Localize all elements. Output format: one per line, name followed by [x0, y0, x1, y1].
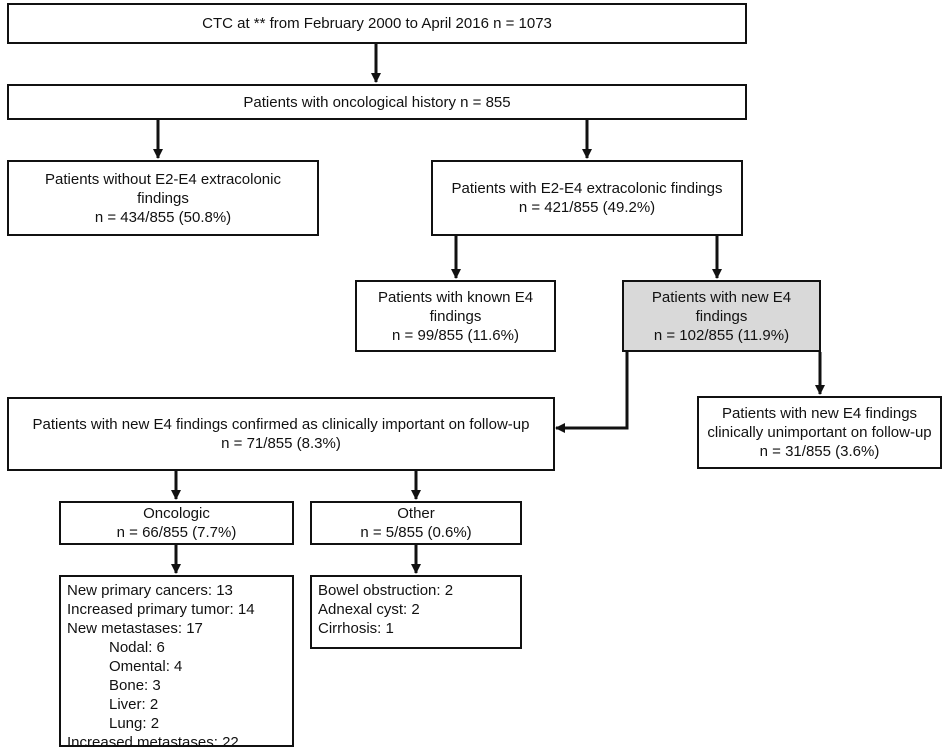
arrow-new-to-confirmed [555, 352, 629, 433]
node-other-line2: n = 5/855 (0.6%) [360, 524, 472, 541]
node-unimportant-line3: n = 31/855 (3.6%) [759, 443, 880, 460]
list-item: New metastases: 17 [67, 620, 203, 637]
node-confirmed-important: Patients with new E4 findings confirmed … [7, 397, 555, 471]
list-subitem: Liver: 2 [109, 696, 159, 713]
node-without-findings-line3: n = 434/855 (50.8%) [94, 208, 232, 226]
node-without-findings-line2: findings [137, 189, 189, 207]
list-item: Increased primary tumor: 14 [67, 601, 255, 618]
node-new-e4-line3: n = 102/855 (11.9%) [653, 326, 790, 344]
node-oncologic-line2: n = 66/855 (7.7%) [116, 524, 237, 541]
node-with-findings-line2: n = 421/855 (49.2%) [518, 199, 656, 216]
node-oncological-history-text: Patients with oncological history n = 85… [243, 93, 511, 111]
node-new-e4: Patients with new E4 findings n = 102/85… [622, 280, 821, 352]
node-confirmed-line1: Patients with new E4 findings confirmed … [32, 416, 530, 433]
node-oncological-history: Patients with oncological history n = 85… [7, 84, 747, 120]
oncologic-findings-list: New primary cancers: 13 Increased primar… [59, 575, 294, 751]
node-other: Other n = 5/855 (0.6%) [310, 501, 522, 545]
node-known-e4-line2: findings [429, 307, 482, 325]
node-clinically-unimportant: Patients with new E4 findings clinically… [697, 396, 942, 469]
node-new-e4-line1: Patients with new E4 [651, 288, 792, 306]
node-without-findings: Patients without E2-E4 extracolonic find… [7, 160, 319, 236]
node-known-e4-line1: Patients with known E4 [377, 288, 534, 306]
list-subitem: Omental: 4 [109, 658, 183, 675]
list-subitem: Nodal: 6 [109, 639, 165, 656]
node-ctc-text: CTC at ** from February 2000 to April 20… [202, 15, 552, 32]
node-ctc: CTC at ** from February 2000 to April 20… [7, 3, 747, 44]
node-other-line1: Other [397, 505, 435, 522]
node-without-findings-line1: Patients without E2-E4 extracolonic [45, 170, 281, 188]
node-confirmed-line2: n = 71/855 (8.3%) [221, 435, 341, 452]
node-with-findings-line1: Patients with E2-E4 extracolonic finding… [451, 180, 723, 197]
node-known-e4: Patients with known E4 findings n = 99/8… [355, 280, 556, 352]
list-item: Bowel obstruction: 2 [318, 582, 454, 599]
node-with-findings: Patients with E2-E4 extracolonic finding… [431, 160, 743, 236]
node-known-e4-line3: n = 99/855 (11.6%) [392, 326, 519, 344]
node-new-e4-line2: findings [695, 307, 748, 325]
list-item: Increased metastases: 22 [67, 734, 239, 751]
node-unimportant-line1: Patients with new E4 findings [721, 405, 918, 422]
list-item: Adnexal cyst: 2 [318, 601, 420, 618]
list-subitem: Lung: 2 [109, 715, 160, 732]
list-item: New primary cancers: 13 [67, 582, 233, 599]
node-oncologic-line1: Oncologic [143, 505, 210, 522]
node-unimportant-line2: clinically unimportant on follow-up [707, 424, 932, 441]
other-findings-list: Bowel obstruction: 2 Adnexal cyst: 2 Cir… [310, 575, 522, 649]
node-oncologic: Oncologic n = 66/855 (7.7%) [59, 501, 294, 545]
list-item: Cirrhosis: 1 [318, 620, 394, 637]
list-subitem: Bone: 3 [109, 677, 161, 694]
